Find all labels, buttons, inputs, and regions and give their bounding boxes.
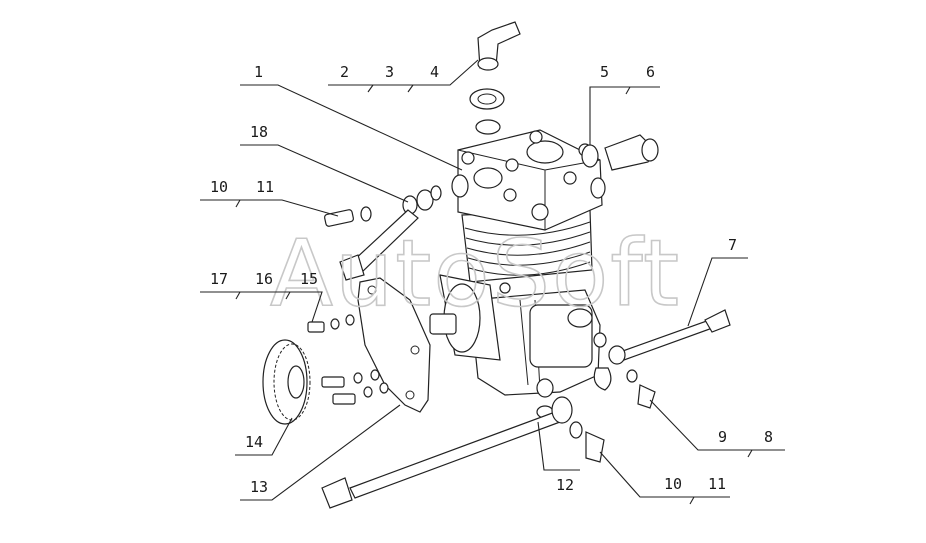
bottom-pipe (321, 378, 605, 509)
callout-16: 16 (255, 270, 273, 288)
callout-12: 12 (556, 476, 574, 494)
callout-3: 3 (385, 63, 394, 81)
callout-10-bottom: 10 (664, 475, 682, 493)
callout-2: 2 (340, 63, 349, 81)
right-pipe (593, 309, 731, 409)
top-fitting (469, 21, 521, 135)
callout-4: 4 (430, 63, 439, 81)
callout-14: 14 (245, 433, 263, 451)
callout-6: 6 (646, 63, 655, 81)
gear-bolts (307, 314, 389, 405)
callout-15: 15 (300, 270, 318, 288)
callout-17: 17 (210, 270, 228, 288)
compressor-body (429, 129, 606, 396)
callout-1: 1 (254, 63, 263, 81)
watermark-text: AutoSoft (270, 220, 681, 327)
callout-7: 7 (728, 236, 737, 254)
callout-9: 9 (718, 428, 727, 446)
drive-gear (262, 339, 311, 425)
callout-5: 5 (600, 63, 609, 81)
side-fitting (581, 134, 659, 171)
callout-8: 8 (764, 428, 773, 446)
callout-labels: 1 2 3 4 5 6 18 10 11 7 17 16 15 9 8 14 1… (210, 63, 773, 496)
left-banjo (324, 185, 442, 281)
leader-lines (200, 59, 785, 505)
callout-10: 10 (210, 178, 228, 196)
callout-11-bottom: 11 (708, 475, 726, 493)
callout-18: 18 (250, 123, 268, 141)
callout-13: 13 (250, 478, 268, 496)
callout-11: 11 (256, 178, 274, 196)
mounting-plate (357, 277, 431, 413)
